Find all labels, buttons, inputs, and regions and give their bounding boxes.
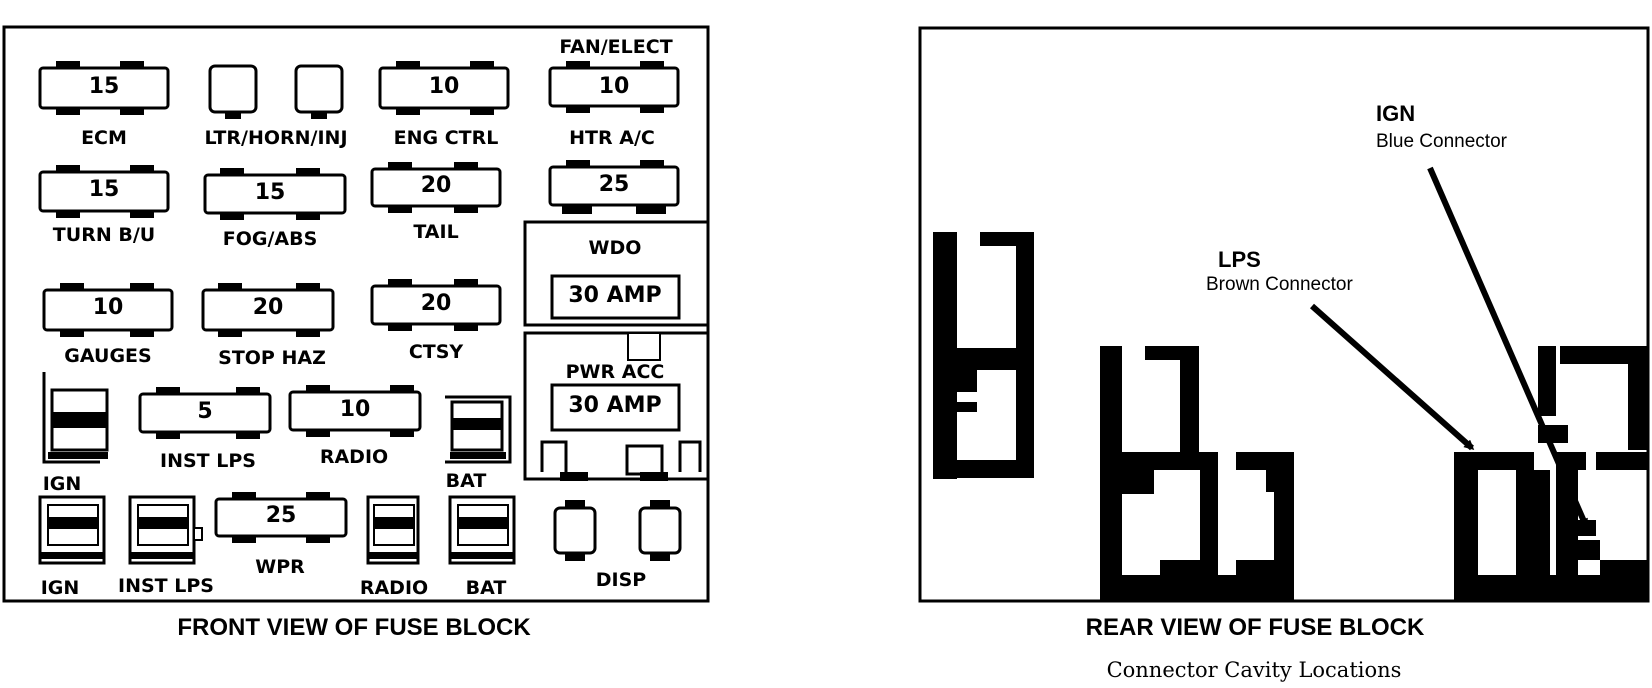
relay-disp — [553, 500, 682, 561]
label-bat-bottom: BAT — [465, 577, 507, 599]
label-radio: RADIO — [319, 446, 389, 468]
fuse-fog-abs-value: 15 — [254, 180, 286, 205]
fuse-ctsy — [370, 279, 502, 331]
front-view — [2, 25, 710, 603]
breaker-ign-upper — [42, 372, 109, 464]
fuse-wpr — [214, 492, 348, 543]
fuse-stop-haz-value: 20 — [252, 295, 284, 320]
breaker-inst-lps-lower — [128, 495, 203, 565]
label-turn-bu: TURN B/U — [52, 224, 156, 246]
fuse-ecm — [38, 61, 170, 115]
breaker-ign-lower — [38, 495, 106, 565]
connector-cavity-right — [1454, 346, 1648, 600]
fuse-wdo-top-value: 25 — [598, 172, 630, 197]
label-inst-lps-bottom: INST LPS — [118, 575, 214, 597]
label-wdo: WDO — [588, 237, 642, 259]
ign-callout-title: IGN — [1376, 101, 1416, 126]
fuse-gauges — [42, 283, 174, 337]
connector-cavity-middle — [1100, 346, 1294, 600]
label-wpr: WPR — [255, 556, 305, 578]
fuse-tail-value: 20 — [420, 173, 452, 198]
breaker-radio-lower — [366, 495, 420, 565]
breaker-bat-lower — [448, 495, 516, 565]
lps-arrow — [1310, 303, 1475, 451]
fuse-turn-bu — [38, 165, 170, 218]
fuse-htr-ac-value: 10 — [598, 74, 630, 99]
label-fog-abs: FOG/ABS — [222, 228, 318, 250]
fuse-inst-lps — [138, 387, 272, 439]
label-gauges: GAUGES — [64, 345, 152, 367]
wdo-section — [523, 160, 710, 327]
label-disp: DISP — [595, 569, 647, 591]
breaker-bat-upper — [445, 395, 512, 464]
fuse-ecm-value: 15 — [88, 74, 120, 99]
label-pwr-acc: PWR ACC — [565, 361, 665, 383]
fuse-ctsy-value: 20 — [420, 291, 452, 316]
label-ign-bottom: IGN — [40, 577, 80, 599]
label-ltr-horn-inj: LTR/HORN/INJ — [204, 127, 348, 149]
fuse-radio — [288, 385, 422, 437]
fuse-radio-value: 10 — [339, 397, 371, 422]
lps-callout-title: LPS — [1218, 247, 1261, 272]
rear-view — [918, 26, 1650, 603]
fuse-htr-ac — [548, 61, 680, 113]
fuse-tail — [370, 162, 502, 213]
rear-view-subcaption: Connector Cavity Locations — [1106, 658, 1402, 682]
label-stop-haz: STOP HAZ — [218, 347, 326, 369]
ign-callout-connector: Blue Connector — [1376, 131, 1507, 152]
label-tail: TAIL — [413, 221, 459, 243]
label-inst-lps: INST LPS — [160, 450, 256, 472]
label-fan-elect: FAN/ELECT — [559, 36, 673, 58]
rear-view-frame — [918, 26, 1650, 603]
label-ecm: ECM — [81, 127, 127, 149]
rear-view-caption: REAR VIEW OF FUSE BLOCK — [1085, 614, 1425, 641]
label-eng-ctrl: ENG CTRL — [393, 127, 499, 149]
wdo-breaker-value: 30 AMP — [568, 283, 662, 308]
front-view-caption: FRONT VIEW OF FUSE BLOCK — [177, 614, 531, 641]
label-bat: BAT — [445, 470, 487, 492]
fuse-eng-ctrl — [378, 61, 510, 115]
fuse-eng-ctrl-value: 10 — [428, 74, 460, 99]
lps-callout-connector: Brown Connector — [1206, 274, 1353, 295]
fuse-turn-bu-value: 15 — [88, 177, 120, 202]
fuse-inst-lps-value: 5 — [197, 399, 213, 424]
label-ctsy: CTSY — [408, 341, 464, 363]
fuse-gauges-value: 10 — [92, 295, 124, 320]
label-radio-bottom: RADIO — [359, 577, 429, 599]
fuse-fog-abs — [203, 168, 347, 220]
relay-ltr-horn-inj — [208, 64, 344, 119]
label-htr-ac: HTR A/C — [569, 127, 655, 149]
pwr-acc-breaker-value: 30 AMP — [568, 393, 662, 418]
label-ign: IGN — [42, 473, 82, 495]
pwr-acc-section — [523, 331, 710, 481]
connector-cavity-left — [933, 232, 1034, 479]
fuse-stop-haz — [201, 283, 335, 337]
fuse-wpr-value: 25 — [265, 503, 297, 528]
ign-arrow — [1427, 166, 1589, 529]
